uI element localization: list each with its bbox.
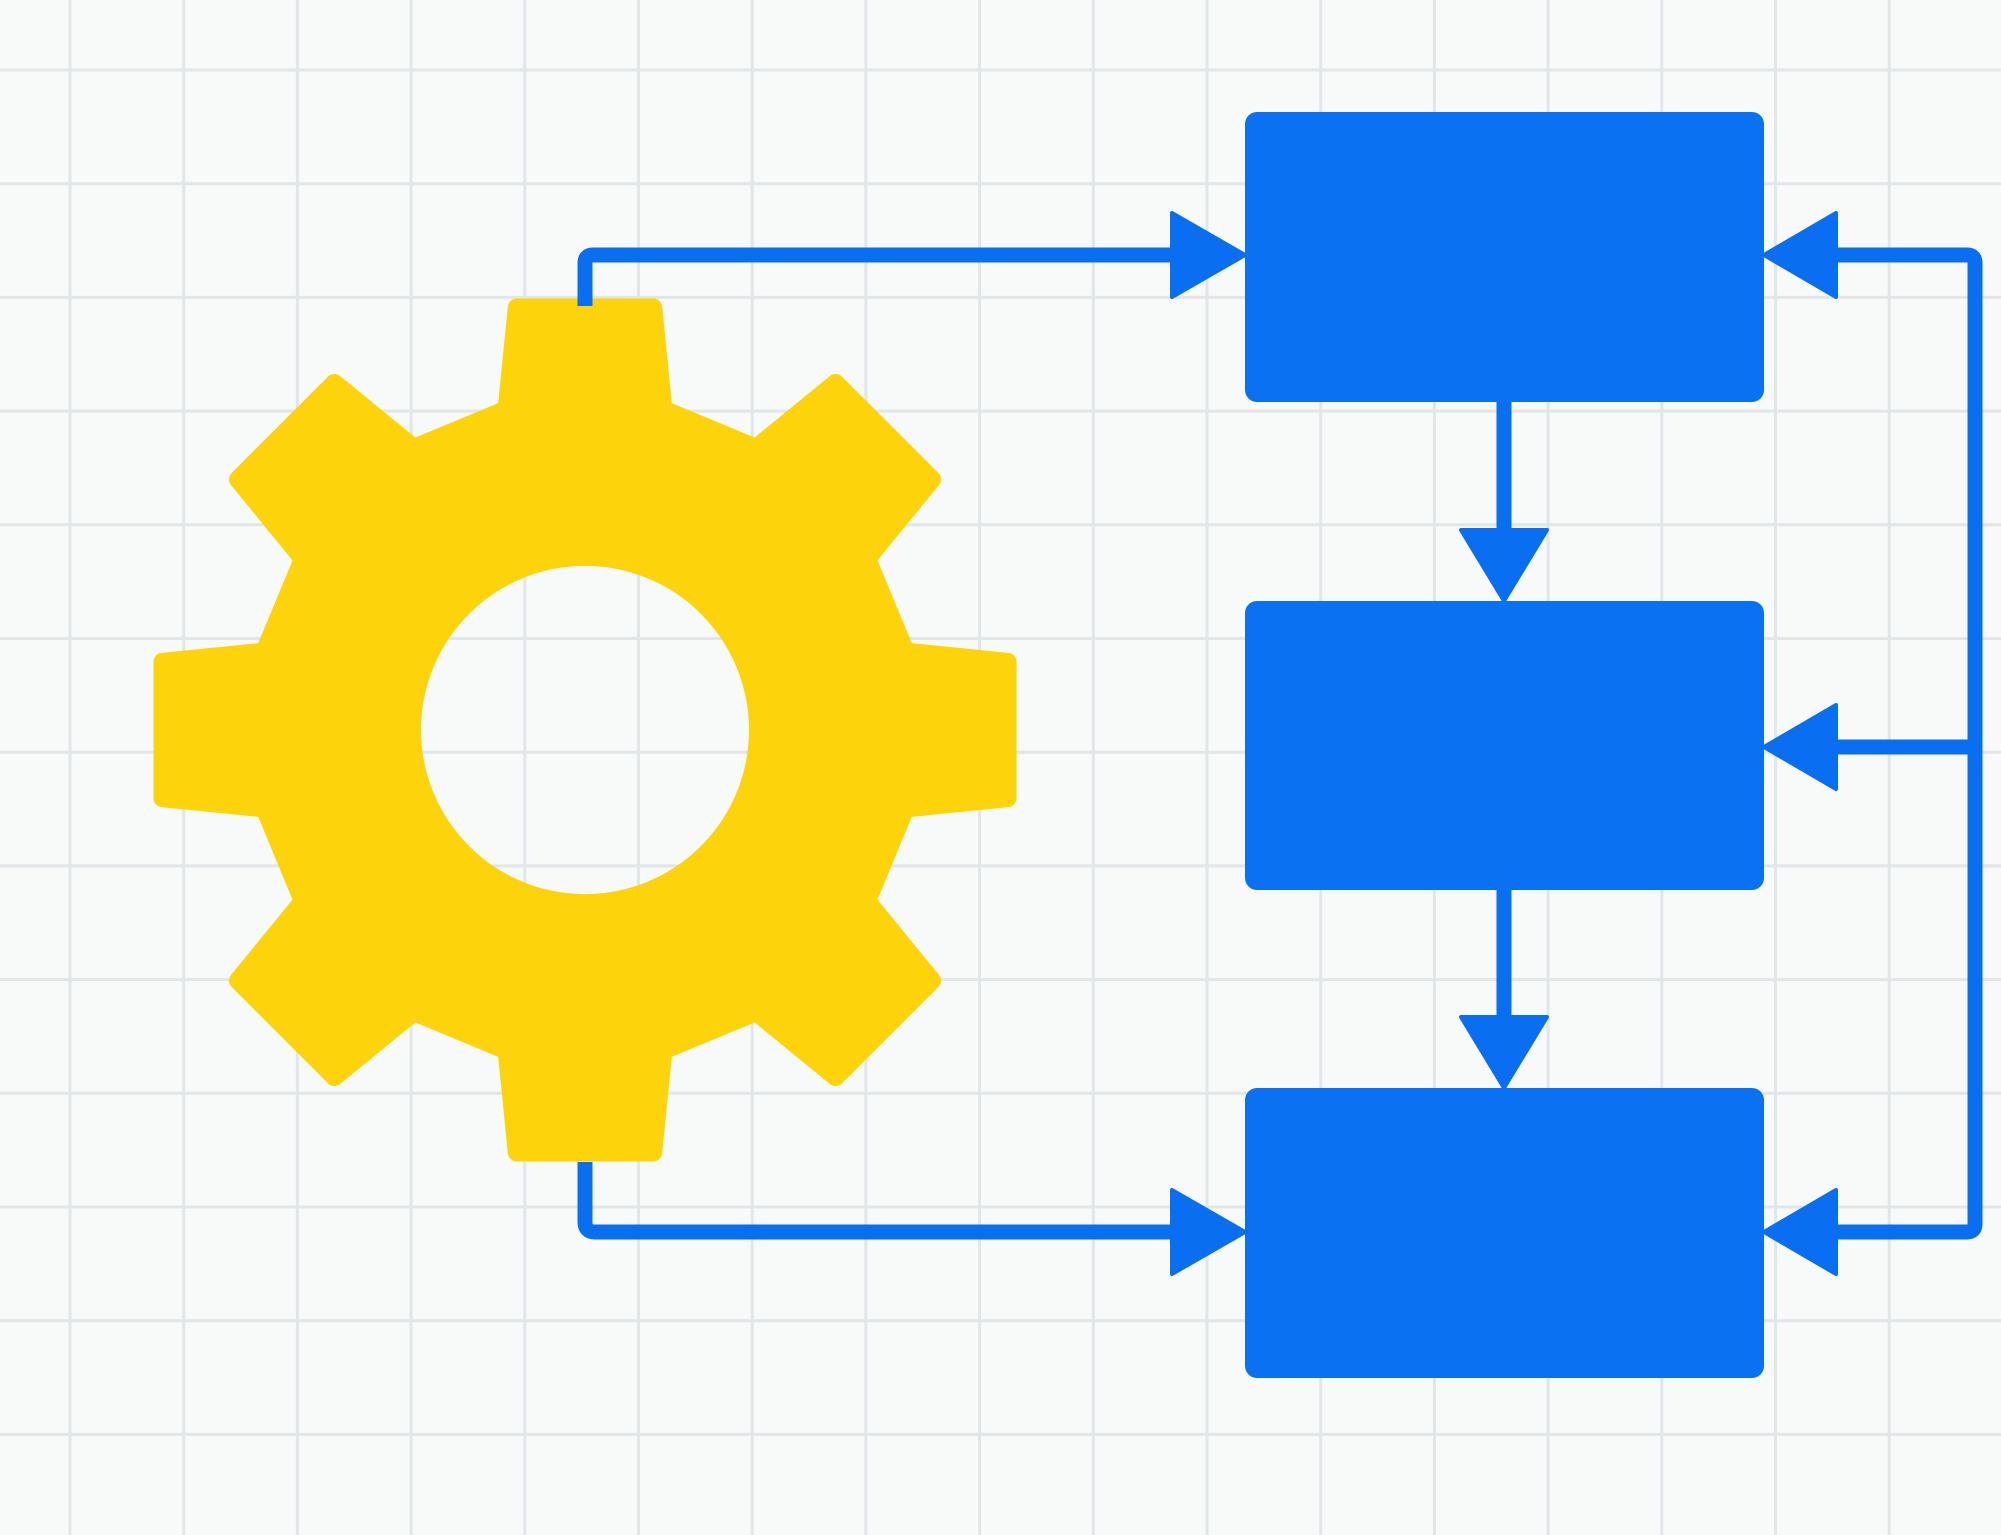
connector-gear-to-top-block bbox=[577, 247, 1180, 306]
block-middle bbox=[1245, 601, 1764, 890]
arrow-down-icon bbox=[1459, 1015, 1549, 1090]
arrow-down-icon bbox=[1459, 528, 1549, 603]
connector-gear-to-bottom-block bbox=[577, 1162, 1180, 1240]
feedback-loop-line bbox=[1820, 247, 1983, 1240]
flow-blocks bbox=[1245, 112, 1764, 1378]
block-bottom bbox=[1245, 1088, 1764, 1378]
arrow-right-icon bbox=[1170, 1188, 1247, 1276]
arrow-left-icon bbox=[1762, 1188, 1838, 1276]
arrow-left-icon bbox=[1762, 211, 1838, 299]
connectors bbox=[577, 247, 1983, 1240]
gear-icon bbox=[153, 298, 1017, 1162]
arrowheads bbox=[1170, 211, 1838, 1276]
block-top bbox=[1245, 112, 1764, 402]
arrow-right-icon bbox=[1170, 211, 1247, 299]
arrow-left-icon bbox=[1762, 703, 1838, 791]
